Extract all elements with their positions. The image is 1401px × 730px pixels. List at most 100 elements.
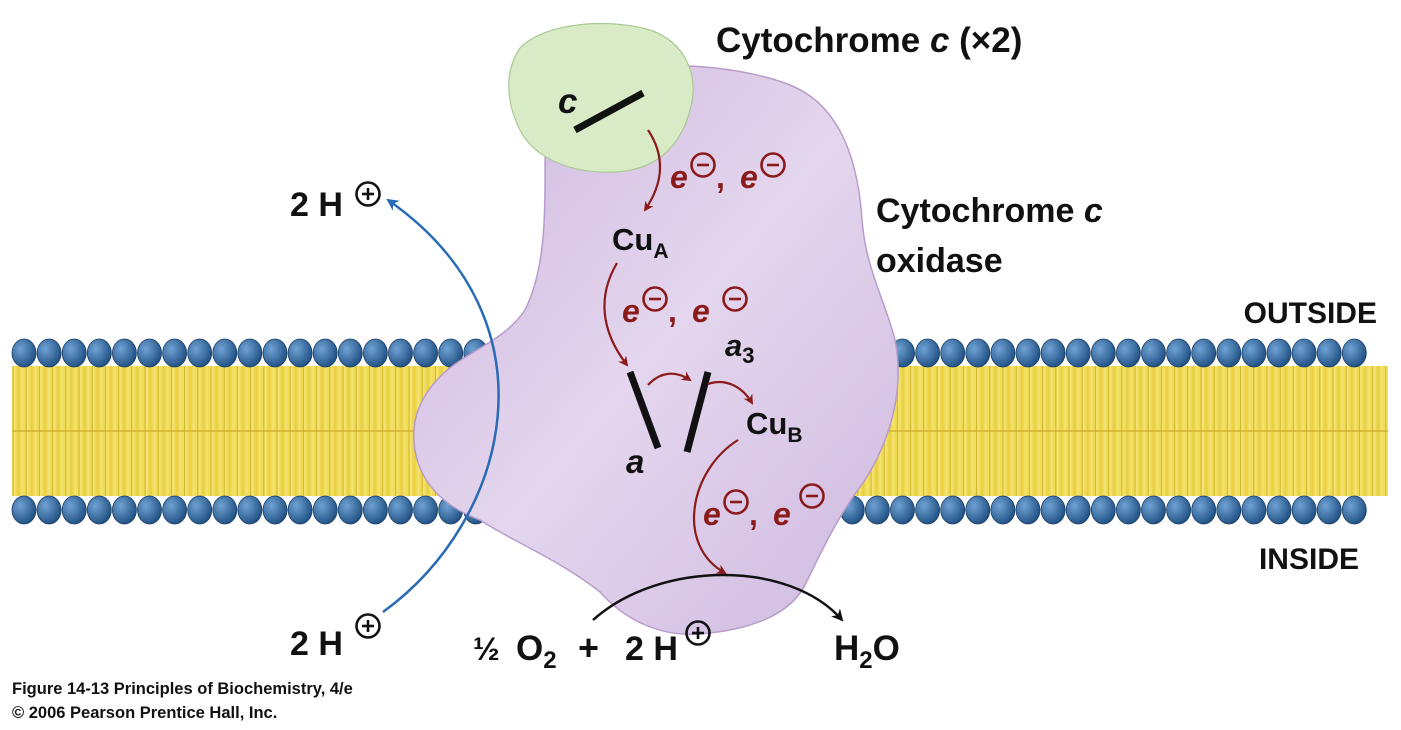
lipid-head xyxy=(312,338,338,368)
electron-label: e xyxy=(703,496,721,532)
oxygen-half: ½ xyxy=(473,631,500,667)
lipid-head xyxy=(940,338,966,368)
lipid-head xyxy=(1341,495,1367,525)
lipid-head xyxy=(990,338,1016,368)
oxidase-label-line1: Cytochrome c xyxy=(876,192,1103,230)
heme-a-label: a xyxy=(626,443,644,480)
lipid-head xyxy=(915,495,940,525)
lipid-head xyxy=(1266,495,1292,525)
lipid-head xyxy=(1216,338,1242,368)
plus-icon xyxy=(355,181,381,207)
lipid-head xyxy=(262,495,288,525)
lipid-head xyxy=(162,495,188,525)
lipid-head xyxy=(1241,495,1267,525)
heme-a-bar xyxy=(626,370,662,450)
lipid-head xyxy=(212,495,238,525)
lipid-head xyxy=(1040,338,1066,368)
minus-icon xyxy=(722,286,748,312)
lipid-head xyxy=(865,495,890,525)
lipid-head xyxy=(86,338,112,368)
lipid-head xyxy=(1241,338,1267,368)
electron-label: e xyxy=(773,496,791,532)
electron-arrows xyxy=(603,129,754,574)
lipid-head xyxy=(1065,495,1091,525)
lipid-head xyxy=(86,495,112,525)
cu-a-label: CuA xyxy=(612,222,669,263)
lipid-head xyxy=(36,495,62,525)
electron-separator: , xyxy=(668,293,677,329)
lipid-head xyxy=(1216,495,1242,525)
lipid-head xyxy=(1015,495,1041,525)
water-product: H2O xyxy=(834,629,900,674)
plus-sign: + xyxy=(578,627,599,668)
electron-separator: , xyxy=(749,496,758,532)
heme-c-bar xyxy=(573,89,645,134)
proton-pump-arrow xyxy=(382,198,500,614)
lipid-head xyxy=(362,495,388,525)
lipid-head xyxy=(11,338,37,368)
lipid-head xyxy=(940,495,966,525)
electron-pair-1: e , e xyxy=(670,152,786,195)
proton-reactant: 2 H xyxy=(625,620,711,668)
lipid-head xyxy=(262,338,288,368)
lipid-head xyxy=(1166,495,1191,525)
lipid-head xyxy=(61,495,87,525)
minus-icon xyxy=(642,286,668,312)
figure-caption-line1: Figure 14-13 Principles of Biochemistry,… xyxy=(12,680,353,698)
lipid-head xyxy=(1166,338,1191,368)
proton-reactant-label: 2 H xyxy=(625,630,678,668)
proton-outside: 2 H xyxy=(290,181,381,224)
lipid-head xyxy=(413,338,439,368)
lipid-head xyxy=(1316,338,1342,368)
lipid-head xyxy=(312,495,338,525)
lipid-head xyxy=(11,495,37,525)
lipid-head xyxy=(1341,338,1367,368)
oxygen-reactant: ½ O2 + xyxy=(473,627,599,674)
minus-icon xyxy=(723,489,749,515)
lipid-head xyxy=(1090,495,1116,525)
lipid-head xyxy=(337,338,363,368)
plus-icon xyxy=(685,620,711,646)
lipid-head xyxy=(61,338,87,368)
lipid-head xyxy=(36,338,62,368)
electron-arrow-a-to-a3 xyxy=(647,371,692,386)
electron-pair-3: e , e xyxy=(703,483,825,532)
lipid-head xyxy=(187,495,213,525)
lipid-head xyxy=(1316,495,1342,525)
cytochrome-c-title: Cytochrome c (×2) xyxy=(716,21,1022,60)
outside-label: OUTSIDE xyxy=(1244,297,1377,330)
lipid-head xyxy=(237,338,263,368)
lipid-head xyxy=(990,495,1016,525)
electron-separator: , xyxy=(716,159,725,195)
lipid-head xyxy=(915,338,940,368)
lipid-head xyxy=(137,495,162,525)
lipid-head xyxy=(1040,495,1066,525)
lipid-head xyxy=(237,495,263,525)
heme-a3-label: a3 xyxy=(725,328,755,368)
lipid-head xyxy=(1191,495,1217,525)
lipid-head xyxy=(112,338,137,368)
lipid-head xyxy=(1116,338,1141,368)
lipid-head xyxy=(1191,338,1217,368)
electron-label: e xyxy=(740,159,758,195)
cu-b-label: CuB xyxy=(746,406,803,447)
electron-arrow-a3-to-cub xyxy=(707,380,754,405)
inside-label: INSIDE xyxy=(1259,543,1359,576)
lipid-head xyxy=(1141,338,1166,368)
proton-inside: 2 H xyxy=(290,613,381,663)
lipid-head xyxy=(187,338,213,368)
electron-label: e xyxy=(622,293,640,329)
electron-label: e xyxy=(670,159,688,195)
figure-caption-line2: © 2006 Pearson Prentice Hall, Inc. xyxy=(12,704,278,722)
lipid-head xyxy=(212,338,238,368)
proton-outside-label: 2 H xyxy=(290,186,343,224)
lipid-head xyxy=(162,338,188,368)
lipid-head xyxy=(388,495,413,525)
lipid-head xyxy=(1065,338,1091,368)
oxidase-label-line2: oxidase xyxy=(876,242,1003,280)
lipid-head xyxy=(1015,338,1041,368)
lipid-head xyxy=(337,495,363,525)
lipid-head xyxy=(287,495,313,525)
minus-icon xyxy=(760,152,786,178)
